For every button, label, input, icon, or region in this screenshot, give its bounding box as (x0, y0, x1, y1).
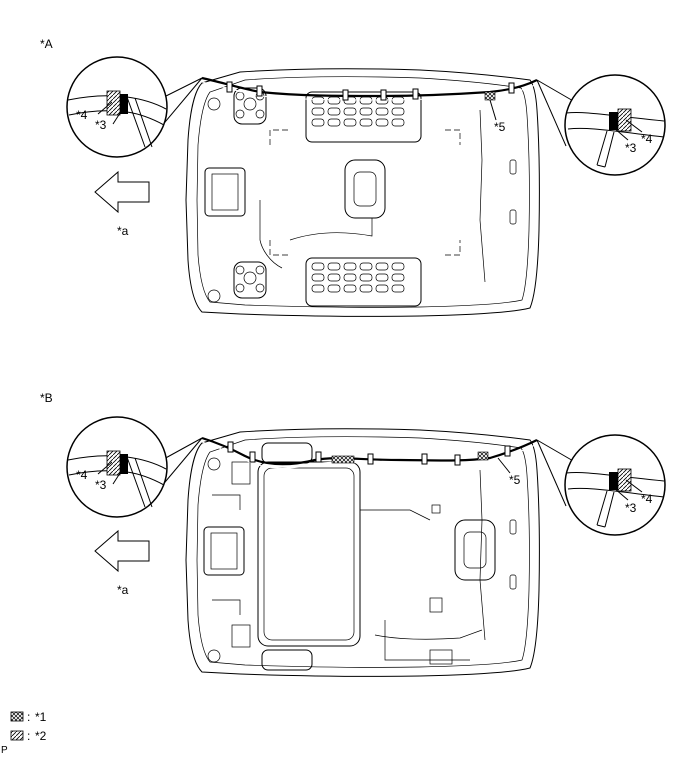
view-b-left-num4: *4 (76, 468, 88, 482)
view-b-left-num3: *3 (95, 478, 107, 492)
view-a-details (204, 87, 517, 307)
view-a-right-num4: *4 (641, 132, 653, 146)
view-a-label: *A (40, 37, 53, 51)
view-b-direction-arrow (94, 530, 150, 572)
view-b-ref5: *5 (509, 473, 521, 487)
legend-crosshatch-swatch (10, 711, 24, 722)
footer-mark: P (1, 745, 8, 756)
view-a-left-num4: *4 (76, 108, 88, 122)
view-a-arrow-label: *a (117, 224, 129, 238)
view-b-arrow-label: *a (117, 583, 129, 597)
view-b-right-num4: *4 (641, 492, 653, 506)
view-a-diagram: *A (40, 37, 666, 317)
view-b-label: *B (40, 391, 53, 405)
view-a-right-num3: *3 (625, 141, 637, 155)
view-a-left-callout (66, 56, 168, 158)
view-a-ref5: *5 (494, 120, 506, 134)
view-a-right-callout (564, 74, 666, 176)
legend: : *1 : *2 P (1, 710, 47, 756)
view-b-right-callout (564, 434, 666, 536)
legend-item-2-label: *2 (35, 729, 47, 743)
view-a-left-num3: *3 (95, 118, 107, 132)
view-a-headliner (185, 68, 540, 317)
view-a-direction-arrow (94, 171, 150, 213)
view-b-right-num3: *3 (625, 501, 637, 515)
view-b-left-callout (66, 416, 168, 518)
view-b-details (203, 442, 517, 671)
legend-item-2-colon: : (27, 729, 30, 743)
legend-item-1-label: *1 (35, 710, 47, 724)
legend-item-1-colon: : (27, 710, 30, 724)
view-b-diagram: *B (40, 391, 666, 677)
legend-diagonal-hatch-swatch (10, 730, 24, 741)
view-b-headliner (185, 428, 540, 677)
